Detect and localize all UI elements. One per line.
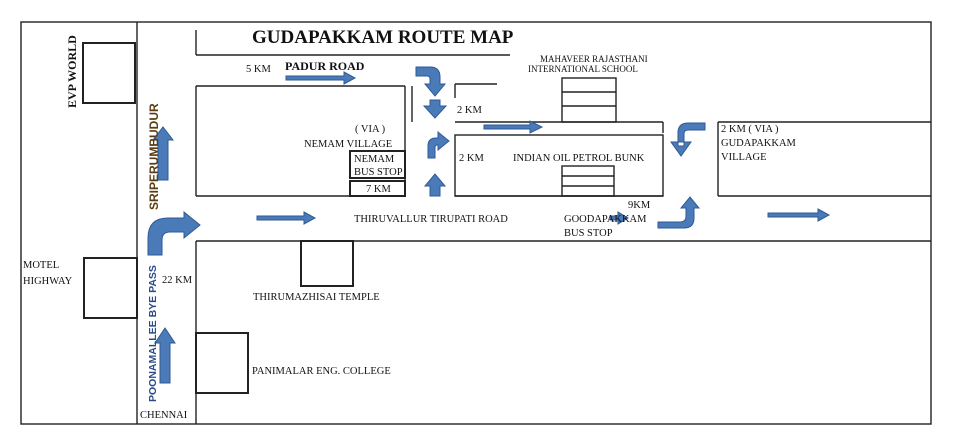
arrow-turn-down-padur (415, 66, 447, 97)
arrow-turn-up-junction (427, 130, 450, 159)
label-motel: MOTEL (23, 260, 59, 271)
label-indian-oil: INDIAN OIL PETROL BUNK (513, 153, 645, 164)
label-nemam-village: NEMAM VILLAGE (304, 139, 392, 150)
arrow-right-padur-road (285, 71, 357, 85)
arrow-up-sriperumbudur (151, 126, 175, 181)
label-school-line1: MAHAVEER RAJASTHANI (540, 54, 648, 64)
arrow-turn-down-gudapakkam (670, 122, 706, 157)
label-nemam: NEMAM (354, 154, 395, 165)
arrow-up-junction (423, 173, 447, 197)
label-thiruvallur-road: THIRUVALLUR TIRUPATI ROAD (354, 214, 508, 225)
label-sriperumbudur: SRIPERUMBUDUR (147, 103, 161, 210)
label-2-km-mid: 2 KM (459, 153, 484, 164)
label-gudapakkam: GUDAPAKKAM (721, 138, 797, 149)
nemam-bus-stop-box (349, 150, 406, 179)
school-road-block (454, 83, 931, 196)
label-5-km: 5 KM (246, 64, 271, 75)
arrow-down-junction (422, 99, 448, 119)
label-2-km-via: 2 KM ( VIA ) (721, 124, 779, 135)
indian-oil-petrol-bunk-block (454, 134, 664, 197)
arrow-right-main-road-1 (256, 211, 317, 225)
label-padur-road: PADUR ROAD (285, 59, 365, 73)
label-9-km: 9KM (628, 200, 651, 211)
map-border (20, 21, 932, 425)
petrol-bunk-building (561, 165, 615, 197)
label-school-line2: INTERNATIONAL SCHOOL (528, 64, 638, 74)
map-title: GUDAPAKKAM ROUTE MAP (252, 27, 514, 48)
arrow-right-main-road-2 (767, 208, 831, 222)
label-panimalar-college: PANIMALAR ENG. COLLEGE (252, 366, 391, 377)
label-highway: HIGHWAY (23, 276, 73, 287)
label-chennai: CHENNAI (140, 410, 188, 421)
arrow-right-main-road-3 (609, 211, 629, 225)
panimalar-college-box (195, 332, 249, 394)
label-evp-world: EVP WORLD (65, 35, 79, 108)
label-poonamallee-bypass: POONAMALLEE BYE PASS (147, 265, 159, 402)
motel-highway-box (83, 257, 138, 319)
evp-world-box (82, 42, 136, 104)
arrow-right-school-road (483, 120, 544, 134)
label-goodapakkam: GOODAPAKKAM (564, 214, 647, 225)
arrow-up-poonamallee (154, 327, 176, 384)
school-building (561, 77, 617, 123)
label-goodapakkam-bus-stop: BUS STOP (564, 228, 613, 239)
thirumazhisai-temple-box (300, 240, 354, 287)
label-22-km: 22 KM (162, 275, 193, 286)
arrow-up-goodapakkam (657, 196, 701, 229)
label-thirumazhisai-temple: THIRUMAZHISAI TEMPLE (253, 292, 380, 303)
label-via-nemam: ( VIA ) (355, 124, 386, 135)
label-7-km: 7 KM (366, 184, 391, 195)
label-nemam-bus-stop: BUS STOP (354, 167, 403, 178)
arrow-turn-right-bypass (147, 210, 201, 256)
label-gudapakkam-village: VILLAGE (721, 152, 767, 163)
label-2-km-top: 2 KM (457, 105, 482, 116)
seven-km-box (349, 180, 406, 197)
